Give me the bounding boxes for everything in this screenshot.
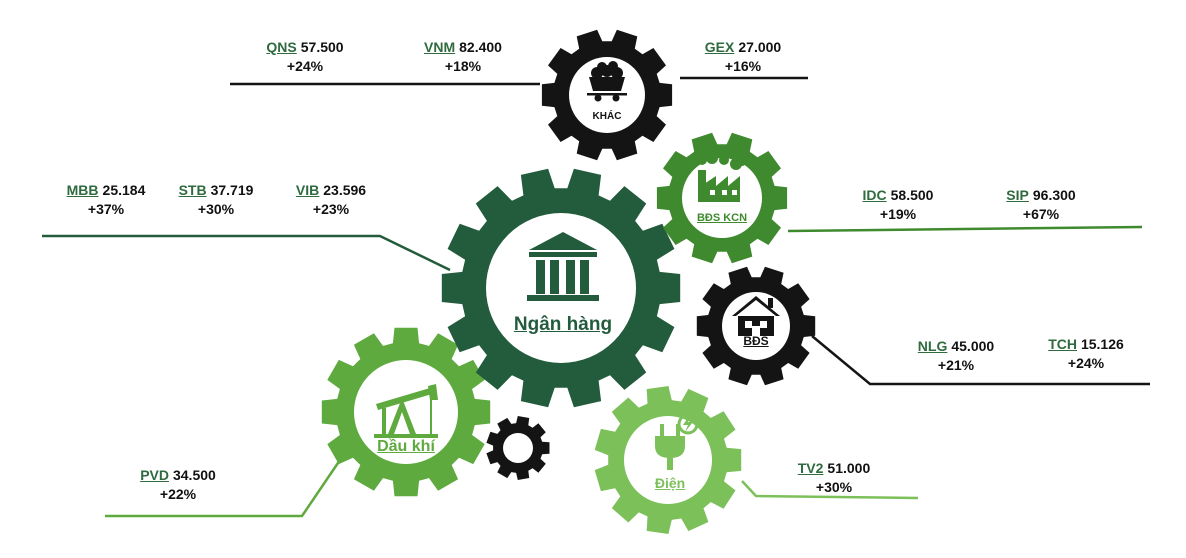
gear-hub	[486, 213, 636, 363]
line-dien	[741, 480, 919, 500]
line-bdskcn	[787, 225, 1143, 233]
stock-ticker[interactable]: TV2	[797, 460, 824, 476]
stock-price: 37.719	[210, 182, 254, 198]
stock-ticker[interactable]: GEX	[704, 39, 735, 55]
stock-change: +22%	[159, 486, 197, 502]
stock-price: 34.500	[172, 467, 216, 483]
stock-ticker[interactable]: MBB	[66, 182, 99, 198]
gear-hub	[503, 433, 533, 463]
electric-plug-icon	[655, 413, 699, 470]
stock-change: +16%	[724, 58, 762, 74]
stock-change: +30%	[197, 201, 235, 217]
stock-change: +37%	[87, 201, 125, 217]
stock-change: +18%	[444, 58, 482, 74]
stock-price: 58.500	[890, 187, 934, 203]
house-icon	[732, 296, 780, 336]
stock-change: +67%	[1022, 206, 1060, 222]
stock-ticker[interactable]: NLG	[917, 338, 948, 354]
stock-change: +30%	[815, 479, 853, 495]
stock-price: 15.126	[1080, 336, 1124, 352]
gear-ngan-hang	[441, 168, 681, 408]
stock-ticker[interactable]: IDC	[862, 187, 887, 203]
sector-label-dau-khi: Dầu khí	[377, 438, 435, 455]
stock-ticker[interactable]: PVD	[140, 467, 169, 483]
sector-label-dien: Điện	[654, 475, 686, 491]
stock-ticker[interactable]: STB	[178, 182, 207, 198]
stock-change: +19%	[879, 206, 917, 222]
stock-change: +24%	[286, 58, 324, 74]
stock-price: 23.596	[323, 182, 367, 198]
coal-cart-icon	[587, 61, 627, 102]
stock-price: 82.400	[459, 39, 502, 55]
stock-price: 51.000	[827, 460, 871, 476]
bank-icon	[527, 232, 599, 301]
stock-price: 45.000	[951, 338, 995, 354]
stock-ticker[interactable]: TCH	[1048, 336, 1077, 352]
factory-icon	[697, 152, 746, 202]
stock-ticker[interactable]: VIB	[295, 182, 320, 198]
line-daukhi	[105, 459, 342, 518]
stock-price: 27.000	[738, 39, 782, 55]
gear-small-decorative	[486, 416, 550, 480]
sector-label-khac: KHÁC	[592, 111, 622, 122]
sector-label-bds-kcn: BĐS KCN	[696, 212, 748, 224]
stock-change: +24%	[1067, 355, 1105, 371]
oil-pump-icon	[374, 384, 438, 438]
stock-change: +23%	[312, 201, 350, 217]
sector-label-ngan-hang: Ngân hàng	[513, 314, 613, 335]
stock-change: +21%	[937, 357, 975, 373]
stock-price: 25.184	[102, 182, 146, 198]
stock-ticker[interactable]: VNM	[424, 39, 456, 55]
line-nganhang	[42, 234, 451, 272]
line-bds	[811, 335, 1150, 386]
stock-price: 96.300	[1032, 187, 1076, 203]
stock-ticker[interactable]: QNS	[266, 39, 297, 55]
stock-price: 57.500	[300, 39, 344, 55]
stock-ticker[interactable]: SIP	[1006, 187, 1029, 203]
sector-label-bds: BĐS	[743, 334, 769, 348]
connector-lines	[42, 76, 1150, 518]
